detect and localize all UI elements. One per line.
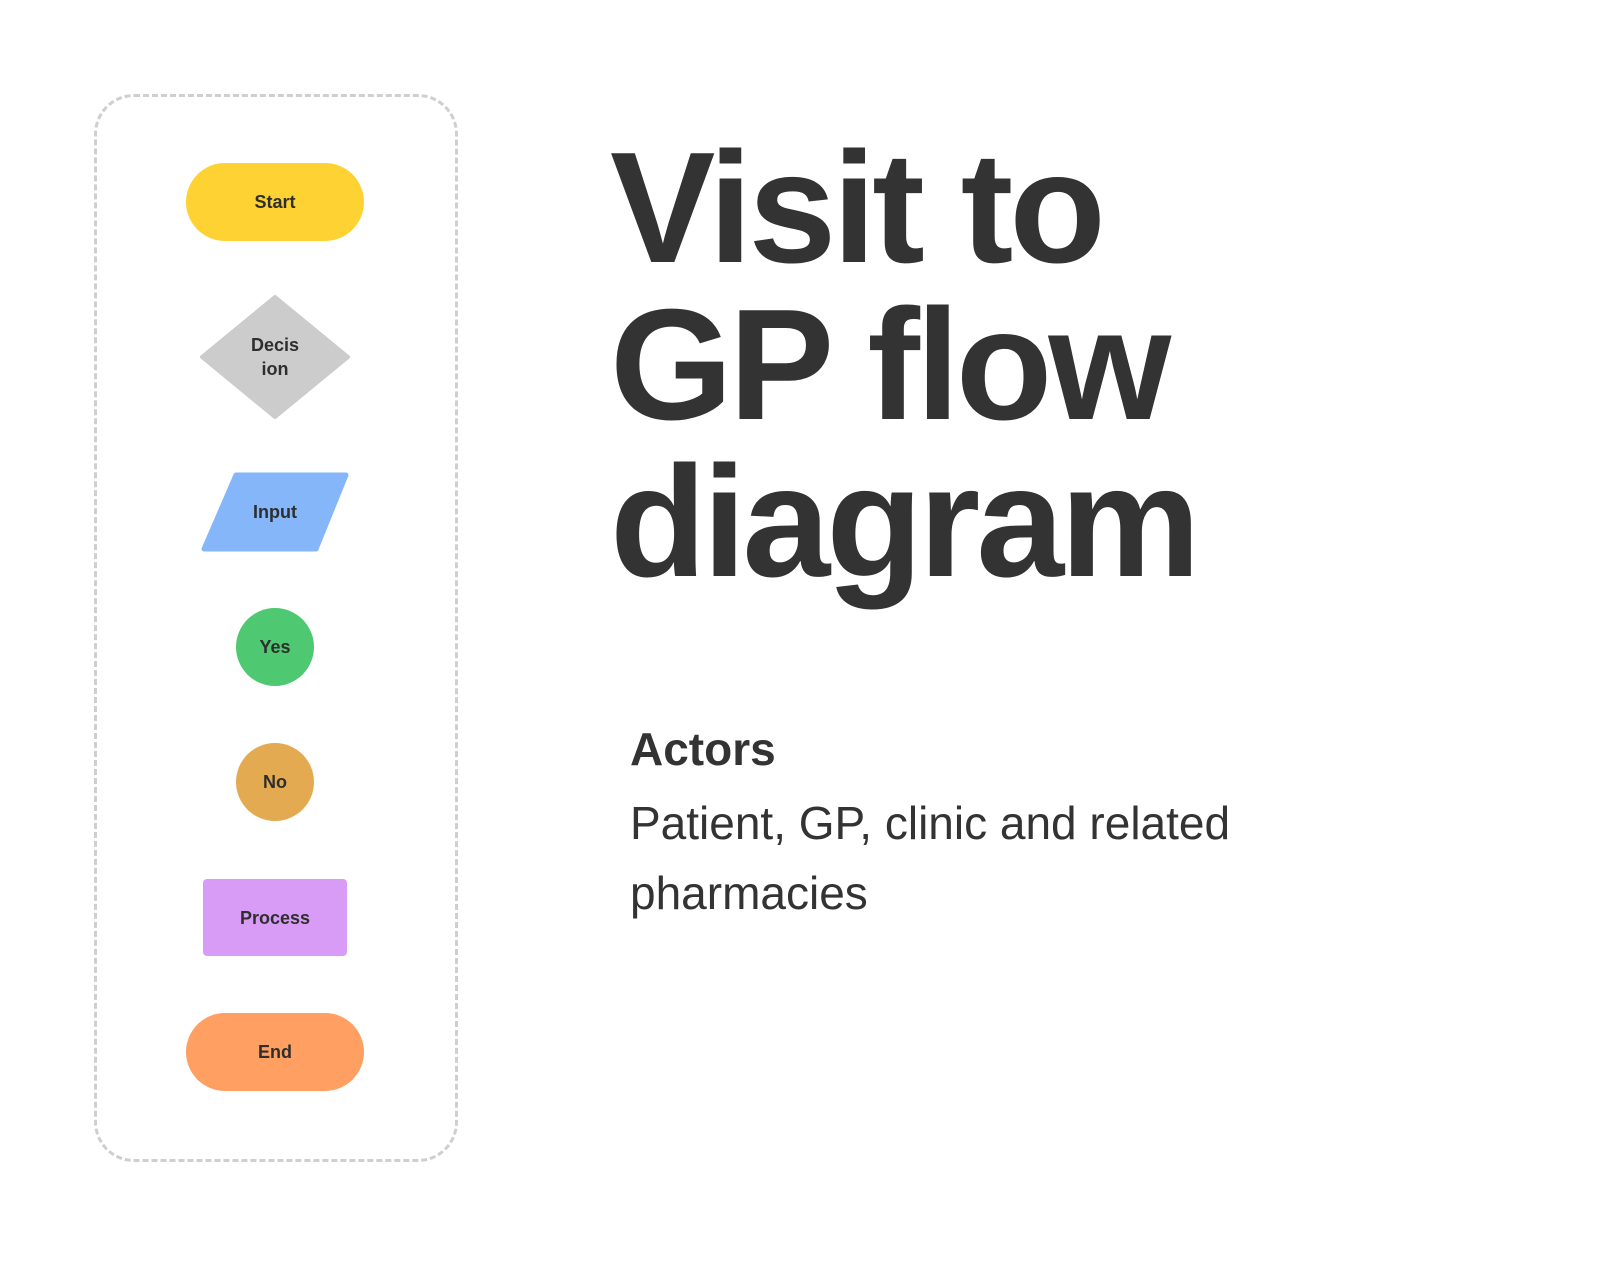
diamond-shape bbox=[200, 295, 350, 419]
parallelogram-shape bbox=[201, 472, 349, 552]
process-label: Process bbox=[239, 907, 311, 928]
input-label: Input bbox=[253, 502, 297, 522]
legend-panel bbox=[94, 94, 458, 1162]
legend-no-circle[interactable]: No bbox=[236, 743, 314, 821]
no-label: No bbox=[263, 772, 287, 792]
actors-heading: Actors bbox=[630, 723, 776, 775]
title-line-2: GP flow bbox=[610, 277, 1171, 453]
page-title: Visit to GP flow diagram bbox=[610, 120, 1201, 610]
start-label: Start bbox=[254, 192, 296, 212]
decision-label-line1: Decis bbox=[250, 335, 300, 355]
decision-label-line2: ion bbox=[261, 359, 289, 379]
title-line-1: Visit to bbox=[610, 120, 1106, 296]
legend-input-parallelogram[interactable]: Input bbox=[200, 472, 350, 552]
yes-label: Yes bbox=[259, 637, 291, 657]
legend-end-terminator[interactable]: End bbox=[186, 1013, 364, 1091]
title-line-3: diagram bbox=[610, 434, 1201, 610]
legend-yes-circle[interactable]: Yes bbox=[236, 608, 314, 686]
end-label: End bbox=[258, 1042, 292, 1062]
legend-process-rect[interactable]: Process bbox=[203, 879, 347, 956]
legend-start-terminator[interactable]: Start bbox=[186, 163, 364, 241]
legend-decision-diamond[interactable]: Decis ion bbox=[200, 295, 350, 419]
actors-description: Patient, GP, clinic and related pharmaci… bbox=[630, 797, 1231, 919]
